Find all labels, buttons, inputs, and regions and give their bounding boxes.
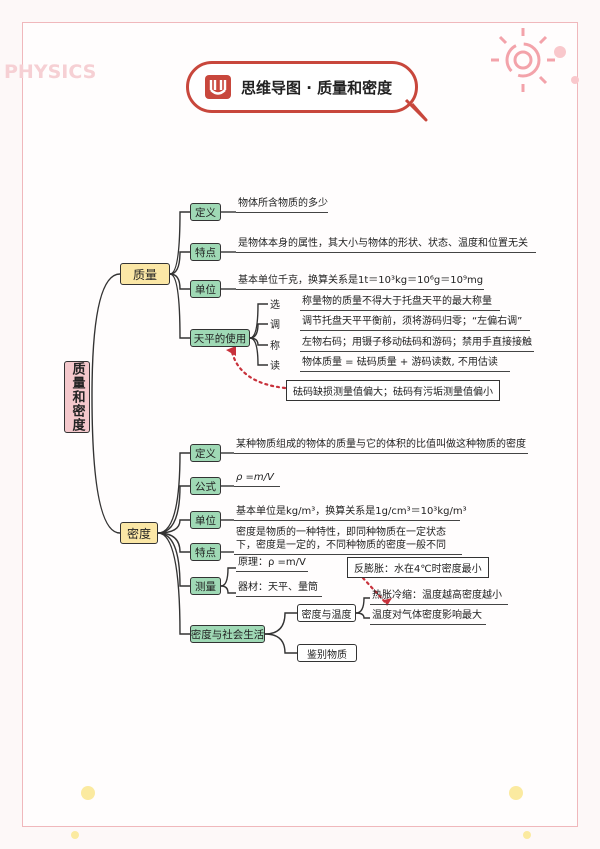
balance-row-key: 调 <box>270 320 280 331</box>
page-frame <box>22 22 578 827</box>
mass-unit-node: 单位 <box>190 280 221 298</box>
balance-row-text: 称量物的质量不得大于托盘天平的最大称量 <box>300 295 500 311</box>
water-anomaly-note: 反膨胀：水在4℃时密度最小 <box>347 557 489 578</box>
balance-row-text: 调节托盘天平平衡前，须将游码归零；“左偏右调” <box>300 315 530 331</box>
mass-prop-node: 特点 <box>190 243 221 261</box>
page-title: 思维导图 · 质量和密度 <box>241 78 393 97</box>
measure-node: 测量 <box>190 577 221 595</box>
yellow-dot-icon <box>523 831 531 839</box>
mass-node: 质量 <box>120 263 170 285</box>
density-unit-text: 基本单位是kg/m³，换算关系是1g/cm³＝10³kg/m³ <box>234 505 467 521</box>
yellow-dot-icon <box>71 831 79 839</box>
identify-node: 鉴别物质 <box>297 644 357 662</box>
root-node: 质量和密度 <box>64 361 90 433</box>
balance-node: 天平的使用 <box>190 329 250 347</box>
balance-row-text: 左物右码；用镊子移动砝码和游码；禁用手直接接触 <box>300 336 534 352</box>
density-def-text: 某种物质组成的物体的质量与它的体积的比值叫做这种物质的密度 <box>234 438 528 454</box>
mass-def-text: 物体所含物质的多少 <box>236 197 328 213</box>
formula-text: ρ =m/V <box>234 471 280 487</box>
title-bubble: 思维导图 · 质量和密度 <box>186 61 418 113</box>
temp-rule-text: 热胀冷缩：温度越高密度越小 <box>370 589 508 605</box>
density-unit-node: 单位 <box>190 511 221 529</box>
mass-unit-text: 基本单位千克，换算关系是1t＝10³kg＝10⁶g＝10⁹mg <box>236 274 484 290</box>
density-prop-node: 特点 <box>190 543 221 561</box>
balance-error-note: 砝码缺损测量值偏大；砝码有污垢测量值偏小 <box>286 380 500 401</box>
speech-tail-icon <box>404 98 428 122</box>
book-logo-icon <box>205 75 231 99</box>
balance-row-key: 称 <box>270 341 280 352</box>
density-prop-text: 密度是物质的一种特性，即同种物质在一定状态下，密度是一定的，不同种物质的密度一般… <box>234 526 462 555</box>
density-node: 密度 <box>120 522 158 544</box>
temp-gas-text: 温度对气体密度影响最大 <box>370 609 486 625</box>
density-temp-node: 密度与温度 <box>297 604 356 622</box>
mass-def-node: 定义 <box>190 203 221 221</box>
density-life-node: 密度与社会生活 <box>190 625 265 643</box>
measure-tools-text: 器材：天平、量筒 <box>236 581 322 597</box>
mass-prop-text: 是物体本身的属性，其大小与物体的形状、状态、温度和位置无关 <box>236 237 536 253</box>
measure-principle-text: 原理：ρ =m/V <box>236 556 308 572</box>
balance-row-text: 物体质量 = 砝码质量 + 游码读数, 不用估读 <box>300 356 510 372</box>
side-word-watermark: PHYSICS <box>4 62 96 82</box>
balance-row-key: 选 <box>270 300 280 311</box>
formula-node: 公式 <box>190 477 221 495</box>
balance-row-key: 读 <box>270 361 280 372</box>
density-def-node: 定义 <box>190 444 221 462</box>
